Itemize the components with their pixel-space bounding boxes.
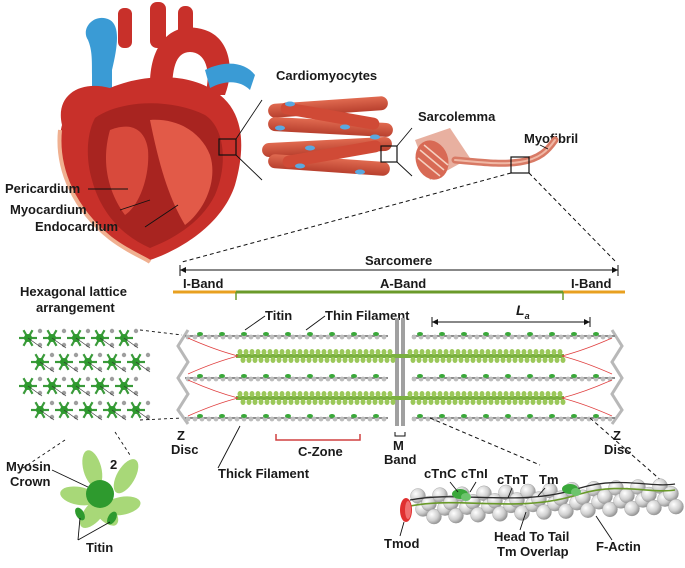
label-cardiomyocytes: Cardiomyocytes [276, 68, 377, 83]
label-thick-filament: Thick Filament [218, 466, 310, 481]
crown-titin-leaders [77, 517, 111, 541]
cardiomyocyte-zoom-box [380, 145, 398, 163]
label-endocardium: Endocardium [35, 219, 118, 234]
label-myosin-crown-2: Crown [10, 474, 51, 489]
label-i-band-left: I-Band [183, 276, 224, 291]
label-head-to-tail-1: Head To Tail [494, 529, 569, 544]
lattice-thick-filament [127, 353, 145, 371]
thin-detail-leaders [399, 481, 613, 541]
heart-zoom-box [218, 138, 237, 156]
lattice-thick-filament [103, 401, 121, 419]
cardiomyocytes-illustration [262, 96, 398, 176]
label-myofibril: Myofibril [524, 131, 578, 146]
heart-illustration [57, 2, 255, 264]
c-zone-bracket [275, 434, 361, 441]
label-a-band: A-Band [380, 276, 426, 291]
pulmonary-artery [205, 63, 255, 90]
sarcomere-illustration [176, 318, 624, 426]
zoom-lines-2 [396, 127, 413, 177]
lattice-thick-filament [127, 401, 145, 419]
band-bars [173, 290, 625, 300]
zoom-lines-1 [235, 99, 263, 181]
label-z-disc-left-1: Z [177, 428, 185, 443]
label-thin-filament: Thin Filament [325, 308, 410, 323]
thick-filament-row [187, 337, 613, 375]
label-tmod: Tmod [384, 536, 419, 551]
lattice-zoom-lines [19, 329, 183, 471]
filament-rows [185, 332, 615, 422]
label-ctnt: cTnT [497, 472, 528, 487]
label-ctnc: cTnC [424, 466, 457, 481]
label-la: La [516, 302, 530, 321]
lattice-thick-filament [43, 329, 61, 347]
label-titin-bottom: Titin [86, 540, 113, 555]
label-head-to-tail-2: Tm Overlap [497, 544, 569, 559]
label-i-band-right: I-Band [571, 276, 612, 291]
hexagonal-lattice [19, 328, 151, 421]
label-ctni: cTnI [461, 466, 488, 481]
myosin-crown-illustration [60, 450, 141, 528]
lattice-thick-filament [67, 329, 85, 347]
sarcolemma-illustration [415, 128, 559, 180]
label-f-actin: F-Actin [596, 539, 641, 554]
zoom-lines-3 [181, 172, 617, 263]
lattice-thick-filament [19, 377, 37, 395]
label-hexagonal-2: arrangement [36, 300, 115, 315]
thin-filament-zoom-lines [429, 417, 673, 491]
label-hexagonal-1: Hexagonal lattice [20, 284, 127, 299]
m-band-line [395, 318, 399, 426]
label-c-zone: C-Zone [298, 444, 343, 459]
label-m-band-1: M [393, 438, 404, 453]
sarcomere-dimension [179, 265, 619, 276]
left-ventricle [150, 119, 213, 225]
z-disc-right [610, 329, 624, 425]
label-titin-top: Titin [265, 308, 292, 323]
label-myocardium: Myocardium [10, 202, 87, 217]
lattice-thick-filament [31, 353, 49, 371]
myosin-crown-core [86, 480, 114, 508]
thin-filament-row [185, 414, 615, 422]
label-m-band-2: Band [384, 452, 417, 467]
lattice-thick-filament [19, 329, 37, 347]
label-z-disc-left-2: Disc [171, 442, 198, 457]
lattice-thick-filament [115, 377, 133, 395]
heart-leaders [88, 188, 179, 228]
label-pericardium: Pericardium [5, 181, 80, 196]
label-z-disc-right-1: Z [613, 428, 621, 443]
thin-filament-row [185, 332, 615, 340]
label-tm: Tm [539, 472, 559, 487]
label-sarcolemma: Sarcolemma [418, 109, 496, 124]
f-actin-filament [409, 478, 684, 525]
label-myosin-crown-1: Myosin [6, 459, 51, 474]
la-dimension [431, 317, 591, 327]
label-crown-2: 2 [110, 457, 117, 472]
titin-thin-leaders [244, 315, 326, 331]
label-sarcomere: Sarcomere [365, 253, 432, 268]
thin-filament-row [185, 374, 615, 382]
thick-filament-row [187, 379, 613, 417]
myofibril-zoom-box [510, 156, 530, 174]
label-z-disc-right-2: Disc [604, 442, 631, 457]
z-disc-left [176, 329, 190, 425]
